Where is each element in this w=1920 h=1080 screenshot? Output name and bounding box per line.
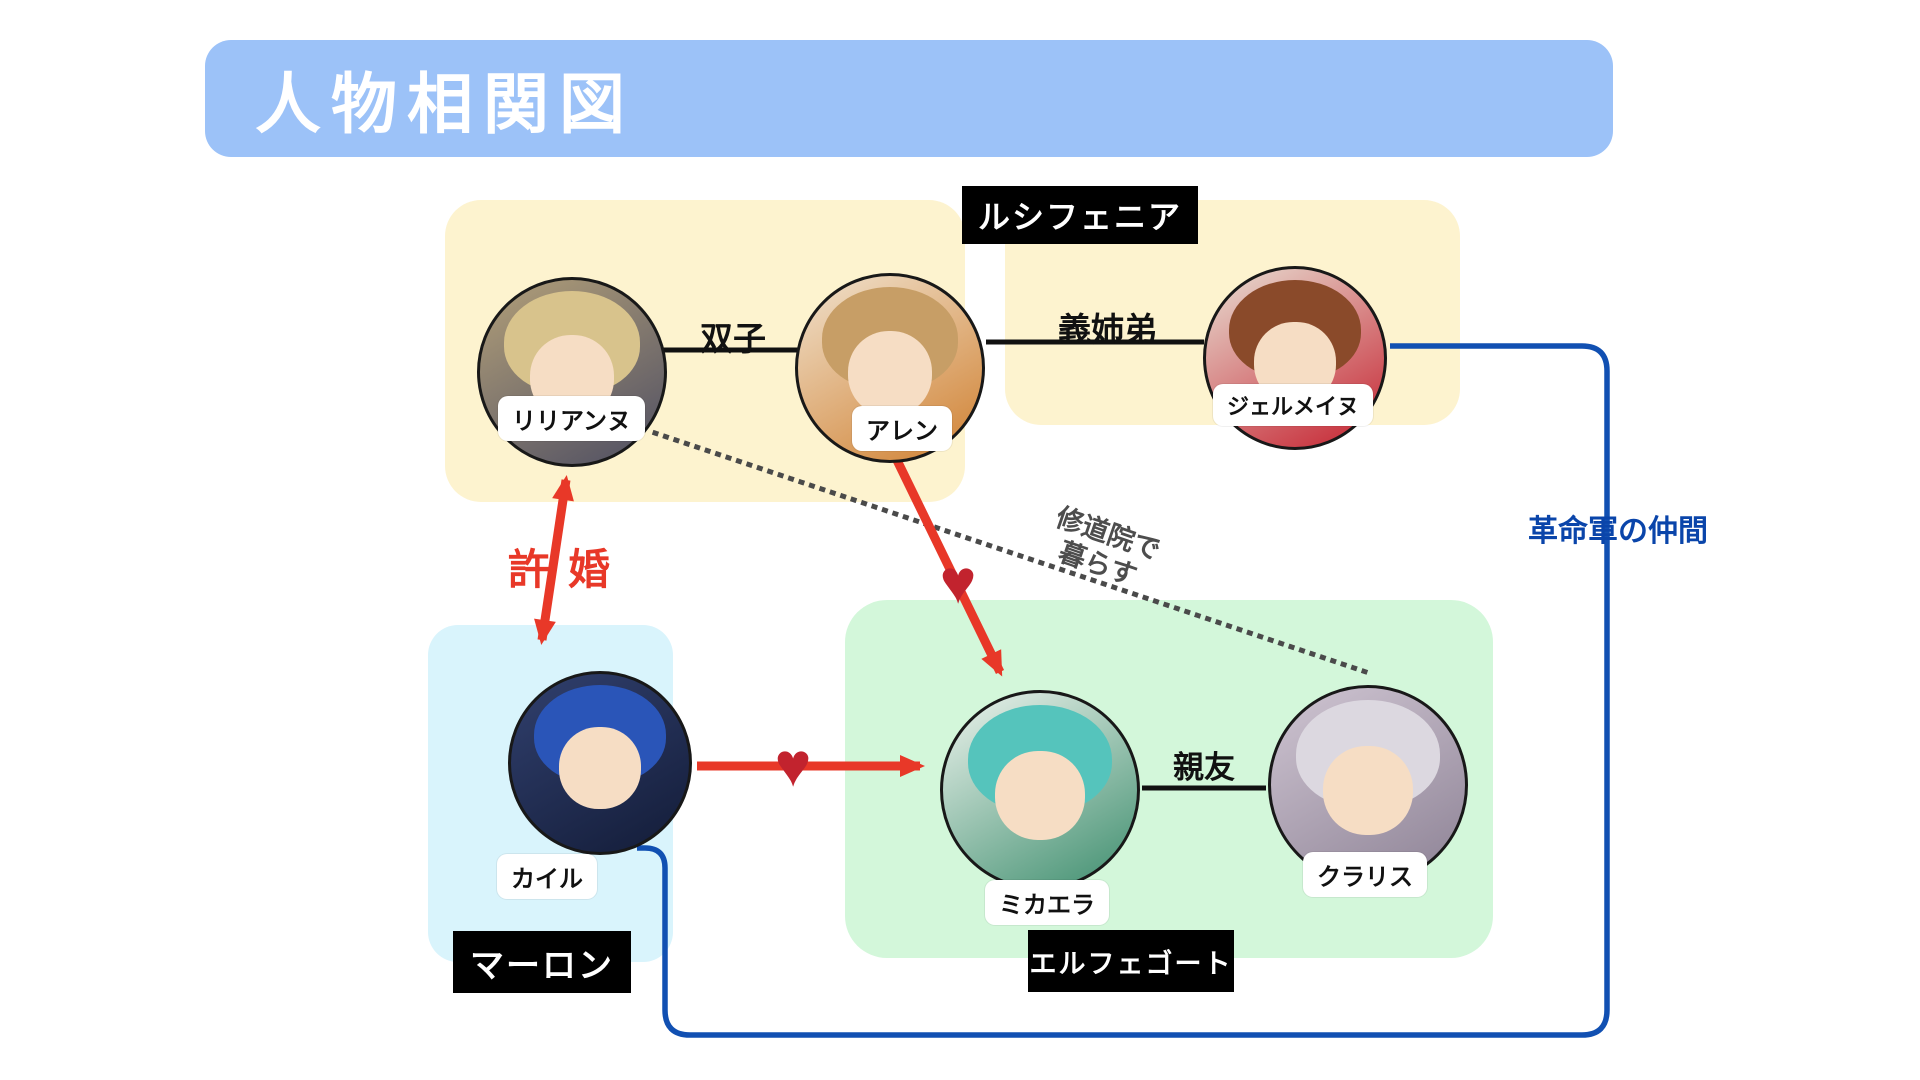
clarith-name: クラリス <box>1317 864 1413 891</box>
group-tag-elphegort: エルフェゴート <box>1028 930 1234 992</box>
allen-name: アレン <box>866 418 938 445</box>
michaela-name-pill: ミカエラ <box>985 880 1109 925</box>
allen-name-pill: アレン <box>852 406 952 451</box>
monastery-label: 修道院で 暮らす <box>1041 502 1164 597</box>
heart-icon: ♥ <box>939 548 977 617</box>
betrothed-label: 許婚 <box>508 546 629 593</box>
heart-icon: ♥ <box>774 731 812 800</box>
riliane-name-pill: リリアンヌ <box>498 396 646 441</box>
kyle-name: カイル <box>511 866 583 893</box>
character-kyle <box>508 671 692 855</box>
page-title: 人物相関図 <box>255 66 635 141</box>
riliane-name: リリアンヌ <box>512 408 632 435</box>
best-friends-label: 親友 <box>1173 750 1235 785</box>
title-bar: 人物相関図 <box>205 40 1613 157</box>
twins-label: 双子 <box>700 320 766 357</box>
michaela-name: ミカエラ <box>999 892 1095 919</box>
character-michaela <box>940 690 1140 890</box>
clarith-name-pill: クラリス <box>1303 852 1427 897</box>
germaine-name: ジェルメイヌ <box>1227 394 1360 419</box>
group-tag-marlon: マーロン <box>453 931 631 993</box>
michaela-avatar <box>940 690 1140 890</box>
step-siblings-label: 義姉弟 <box>1058 311 1157 348</box>
kyle-name-pill: カイル <box>497 854 597 899</box>
kyle-avatar <box>508 671 692 855</box>
revolution-label: 革命軍の仲間 <box>1528 515 1708 548</box>
group-tag-lucifenia: ルシフェニア <box>962 186 1198 244</box>
germaine-name-pill: ジェルメイヌ <box>1213 384 1374 426</box>
